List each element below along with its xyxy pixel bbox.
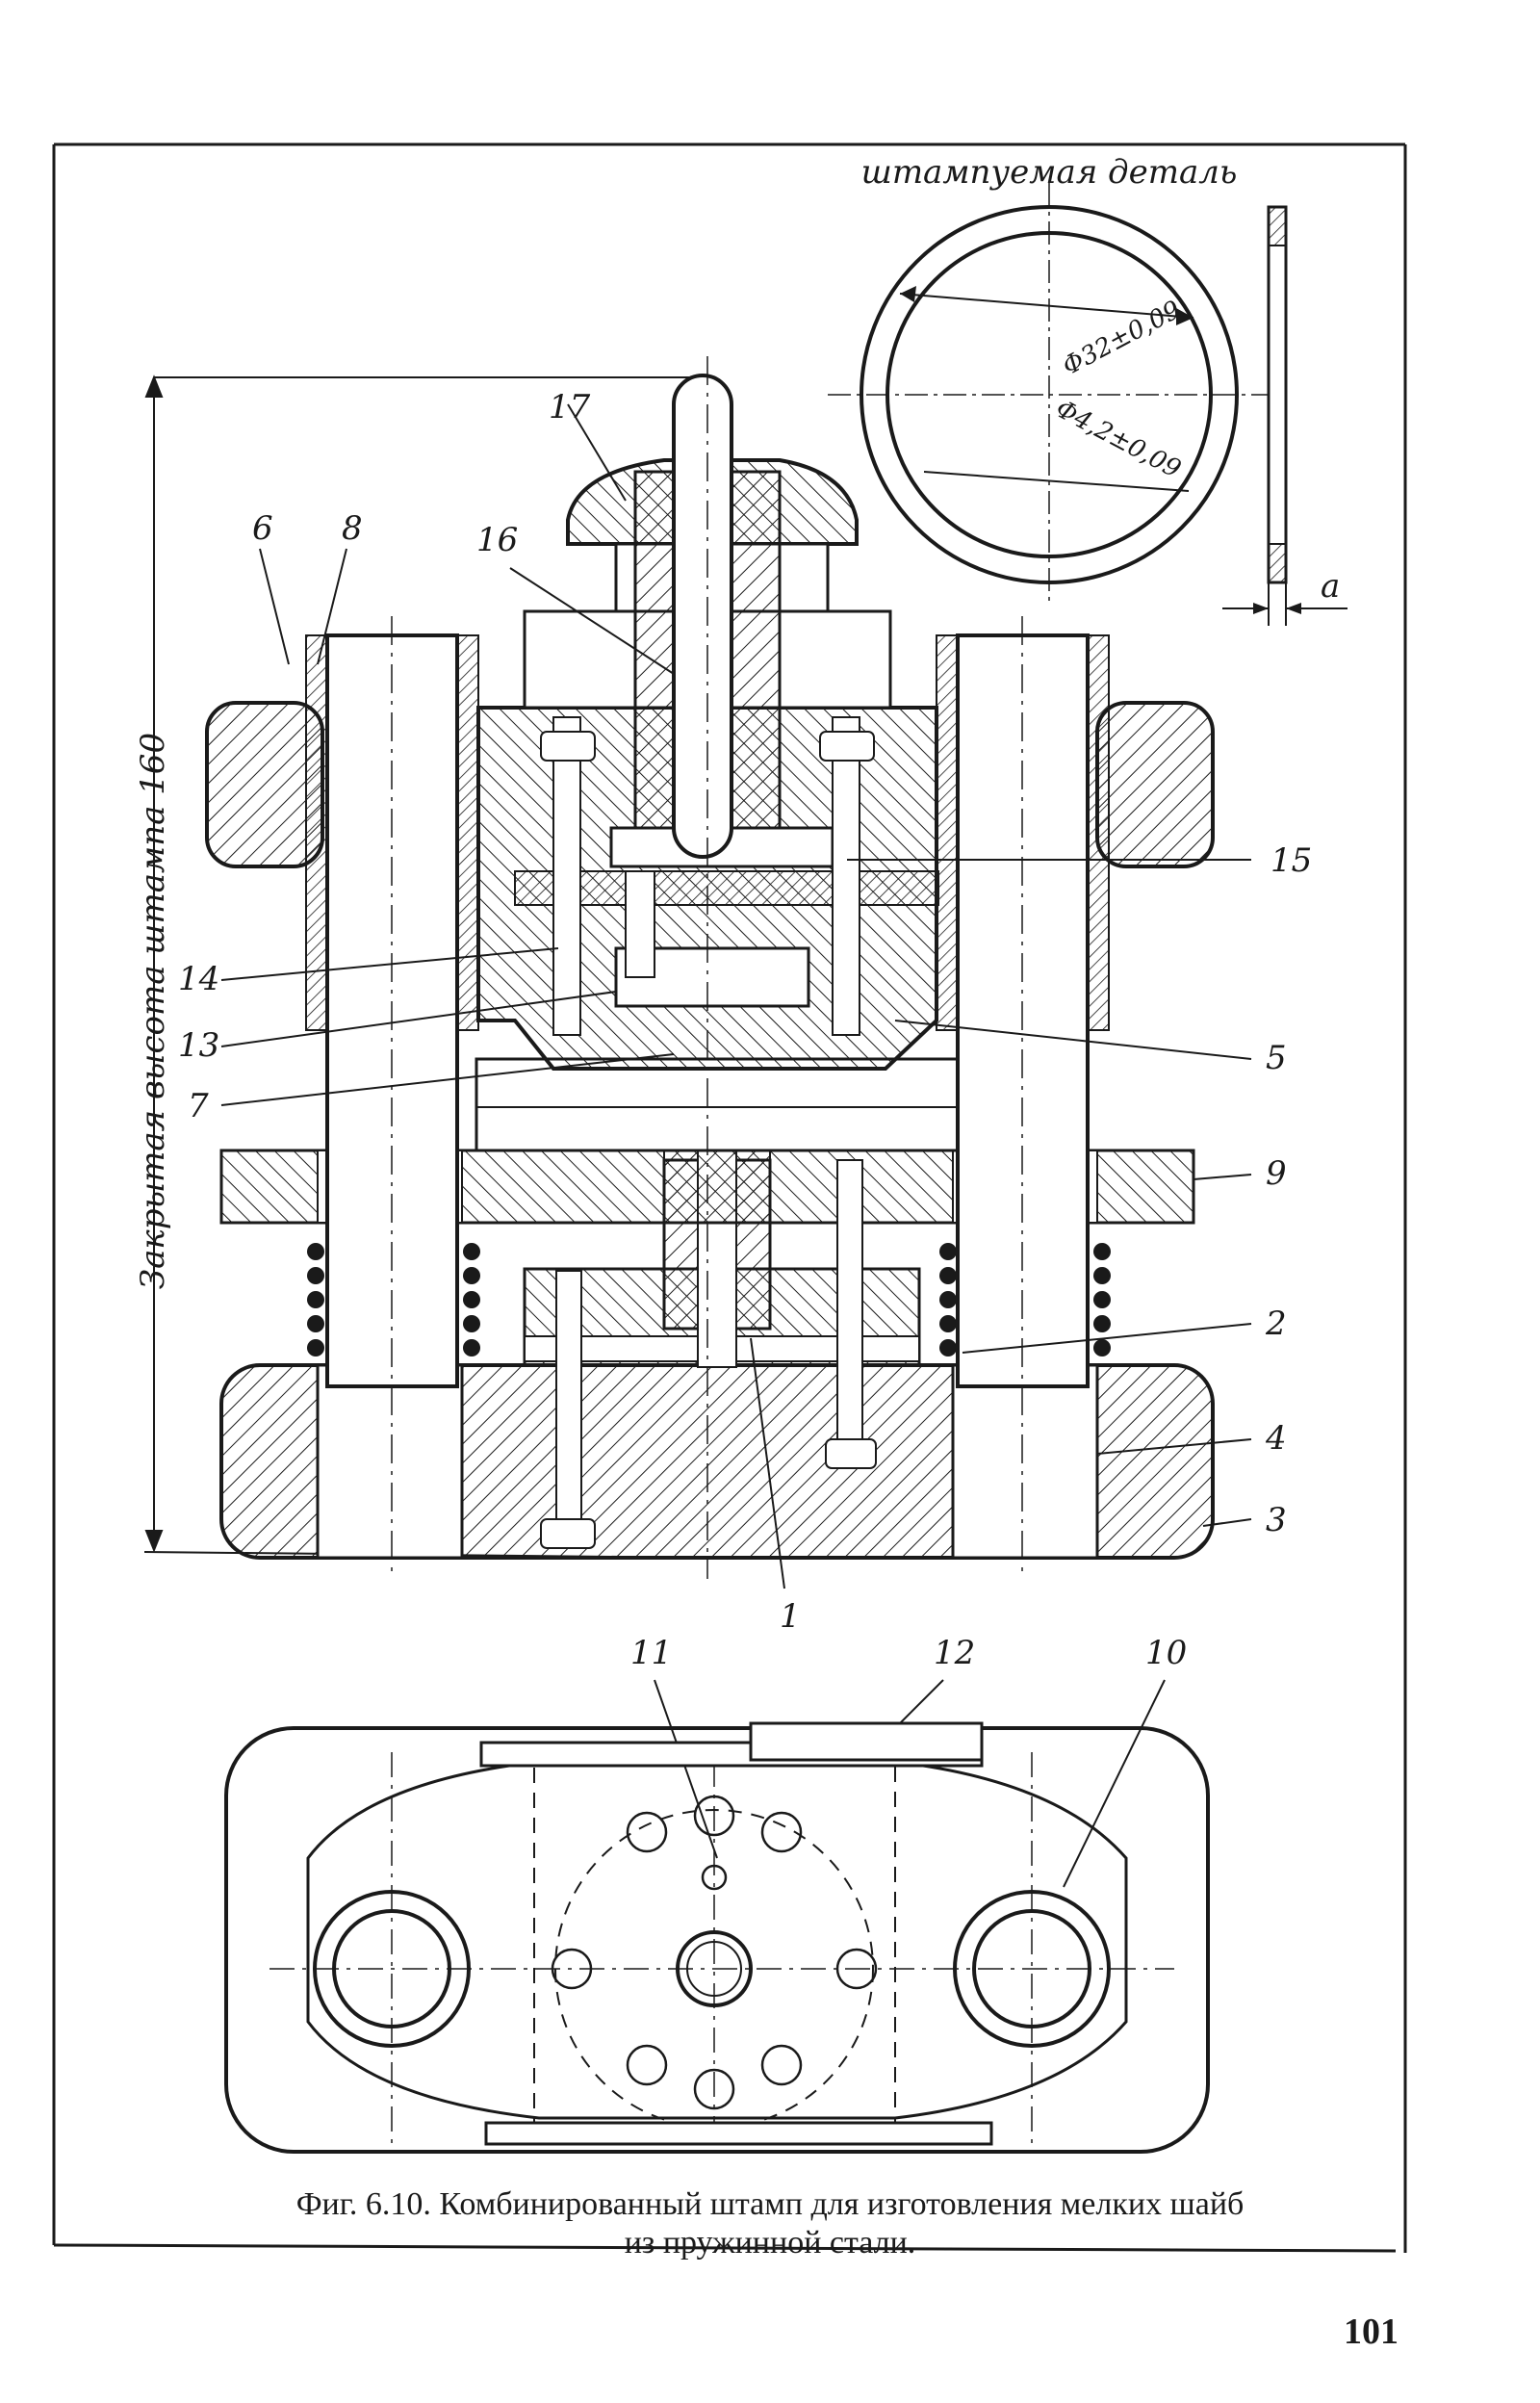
part-number-4: 4 bbox=[1265, 1419, 1287, 1458]
figure-caption-line-1: Фиг. 6.10. Комбинированный штамп для изг… bbox=[295, 2186, 1245, 2222]
leader-lines bbox=[220, 403, 1252, 1888]
dim-inner-label: Φ4,2±0,09 bbox=[1051, 395, 1186, 484]
closed-height-label: Закрытая высота штампа 160 bbox=[134, 733, 172, 1289]
frame-border bbox=[52, 142, 1407, 2253]
detail-title: штампуемая деталь bbox=[861, 153, 1238, 192]
dim-thickness-label: a bbox=[1321, 567, 1340, 606]
part-number-6: 6 bbox=[252, 509, 273, 548]
part-number-7: 7 bbox=[188, 1087, 209, 1125]
part-number-10: 10 bbox=[1145, 1634, 1187, 1672]
figure-caption-line-2: из пружинной стали. bbox=[624, 2225, 916, 2261]
part-number-13: 13 bbox=[178, 1026, 219, 1065]
part-number-9: 9 bbox=[1266, 1154, 1287, 1193]
part-number-1: 1 bbox=[780, 1597, 801, 1636]
part-number-5: 5 bbox=[1266, 1039, 1287, 1077]
part-number-11: 11 bbox=[630, 1634, 672, 1672]
part-number-15: 15 bbox=[1270, 841, 1312, 880]
part-number-12: 12 bbox=[934, 1634, 975, 1672]
part-number-14: 14 bbox=[178, 960, 219, 998]
part-number-16: 16 bbox=[476, 521, 518, 559]
plan-view bbox=[224, 1721, 1210, 2154]
part-number-17: 17 bbox=[549, 388, 591, 426]
part-number-labels: 6 8 17 16 15 14 13 5 7 9 2 4 3 1 11 12 1… bbox=[178, 388, 1312, 1672]
front-section-view bbox=[205, 356, 1215, 1579]
part-number-3: 3 bbox=[1266, 1501, 1287, 1539]
part-number-2: 2 bbox=[1265, 1305, 1287, 1343]
stamped-part-view: штампуемая деталь Φ32±0,09 Φ4,2±0,09 a bbox=[828, 153, 1348, 626]
part-number-8: 8 bbox=[342, 509, 363, 548]
page-number: 101 bbox=[1344, 2312, 1399, 2352]
